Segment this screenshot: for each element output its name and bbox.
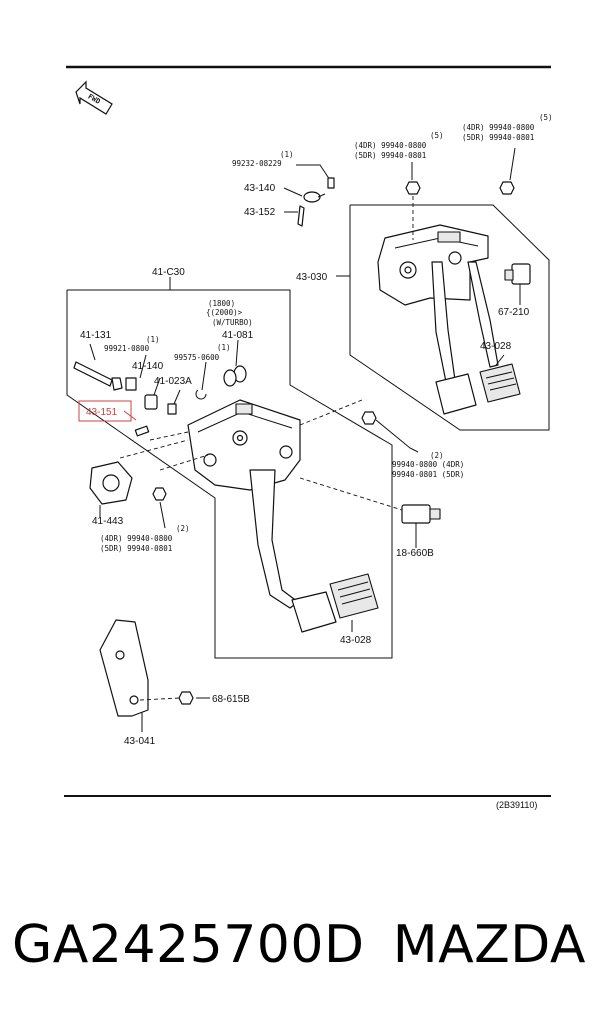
pin-43-152	[284, 205, 305, 227]
label-41-443: 41-443	[92, 516, 124, 527]
nut-mid	[405, 162, 421, 240]
label-41-081: 41-081	[222, 330, 254, 341]
note-n5-mid: (5)	[430, 131, 444, 140]
note-v2000: {(2000)>	[206, 308, 243, 317]
note-n1-a: (1)	[146, 335, 160, 344]
label-43-151: 43-151	[86, 407, 118, 418]
note-n5-right: (5)	[539, 113, 553, 122]
note-mid-5dr: (5DR) 99940-0801	[354, 151, 426, 160]
nut-left	[152, 487, 167, 501]
note-n2-mid: (2)	[430, 451, 444, 460]
diagram-ref-code: (2B39110)	[496, 800, 537, 810]
note-bolt-99232: 99232-08229	[232, 159, 282, 168]
pin-43-151	[134, 425, 150, 437]
label-43-140: 43-140	[244, 183, 276, 194]
switch-18-660b	[401, 504, 441, 545]
note-mid2-a: 99940-0800 (4DR)	[392, 460, 464, 469]
note-left-4dr: (4DR) 99940-0800	[100, 534, 173, 543]
label-43-041: 43-041	[124, 736, 156, 747]
brake-bracket	[187, 399, 301, 491]
label-43-152: 43-152	[244, 207, 276, 218]
label-41-131: 41-131	[80, 330, 112, 341]
note-mid2-b: 99940-0801 (5DR)	[392, 470, 464, 479]
part-number: GA2425700D	[12, 915, 365, 975]
clip-43-140	[283, 187, 326, 203]
note-v1800: (1800)	[208, 299, 235, 308]
label-41-023a: 41-023A	[154, 376, 192, 387]
note-vturbo: (W/TURBO)	[212, 318, 253, 327]
note-right-5dr: (5DR) 99940-0801	[462, 133, 534, 142]
note-mid-4dr: (4DR) 99940-0800	[354, 141, 427, 150]
bolt-99232	[296, 164, 335, 189]
note-left-5dr: (5DR) 99940-0801	[100, 544, 172, 553]
note-n1-b: (1)	[217, 343, 231, 352]
clutch-pedal	[431, 261, 521, 415]
label-43-028-top: 43-028	[480, 341, 512, 352]
clutch-box-outline	[349, 204, 550, 431]
brand-name: MAZDA	[392, 915, 586, 975]
label-68-615b: 68-615B	[212, 694, 250, 705]
label-18-660b: 18-660B	[396, 548, 434, 559]
pedal-assembly-diagram: (2B39110) FWD	[64, 65, 553, 810]
bolt-41-131	[73, 343, 123, 391]
note-n1-top: (1)	[280, 150, 294, 159]
plate-41-443	[89, 461, 133, 505]
label-43-030: 43-030	[296, 272, 328, 283]
brake-box-outline	[66, 289, 393, 659]
note-n2-left: (2)	[176, 524, 190, 533]
product-footer: GA2425700D MAZDA	[0, 900, 600, 990]
switch-67-210	[504, 263, 531, 300]
label-67-210: 67-210	[498, 307, 530, 318]
label-43-028-bot: 43-028	[340, 635, 372, 646]
nut-right	[499, 147, 516, 195]
highlight-box-43-151	[78, 400, 132, 422]
label-41-c30: 41-C30	[152, 267, 185, 278]
note-bolt-99921: 99921-0800	[104, 344, 150, 353]
brake-pedal	[249, 469, 379, 633]
label-41-140: 41-140	[132, 361, 164, 372]
note-right-4dr: (4DR) 99940-0800	[462, 123, 535, 132]
note-bolt-99575: 99575-0600	[174, 353, 220, 362]
nut-43-030-link	[361, 411, 419, 453]
cover-43-041	[99, 619, 210, 732]
fwd-arrow-icon: FWD	[75, 80, 113, 115]
bushings	[125, 365, 247, 415]
